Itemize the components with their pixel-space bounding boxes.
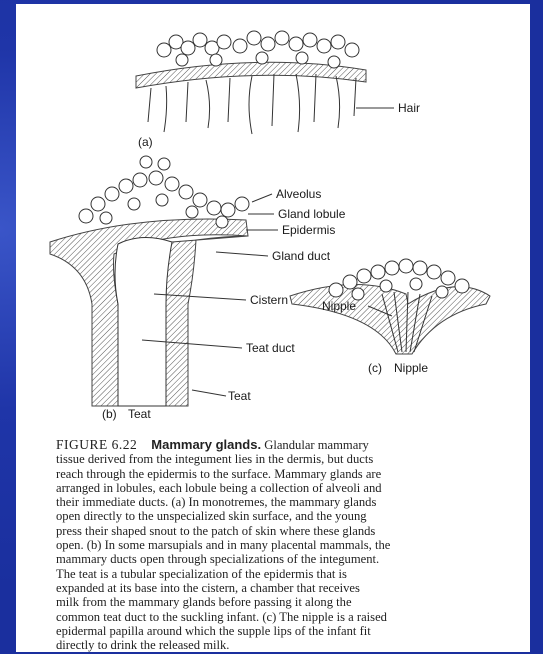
panel-b-drawing: Alveolus Gland lobule Epidermis Gland du… xyxy=(50,156,346,421)
label-teat: Teat xyxy=(228,389,251,403)
label-teat-duct: Teat duct xyxy=(246,341,295,355)
caption-line: arranged in lobules, each lobule being a… xyxy=(56,481,526,495)
label-nipple: Nipple xyxy=(322,299,356,313)
caption-line: mammary ducts open through specializatio… xyxy=(56,552,526,566)
panel-c-drawing: Nipple (c) Nipple xyxy=(290,259,490,375)
figure-caption: FIGURE 6.22 Mammary glands. Glandular mam… xyxy=(56,438,526,652)
caption-line: milk from the mammary glands before pass… xyxy=(56,595,526,609)
panel-b-tag-name: Teat xyxy=(128,407,151,421)
caption-line: press their shaped snout to the patch of… xyxy=(56,524,526,538)
label-gland-duct: Gland duct xyxy=(272,249,331,263)
mammary-glands-figure: Hair (a) Alveolus Gland lob xyxy=(16,4,530,434)
panel-c-tag: (c) xyxy=(368,361,382,375)
label-cistern: Cistern xyxy=(250,293,288,307)
label-alveolus: Alveolus xyxy=(276,187,321,201)
caption-line-0: FIGURE 6.22 Mammary glands. Glandular mam… xyxy=(56,438,526,452)
label-epidermis: Epidermis xyxy=(282,223,335,237)
caption-line: tissue derived from the integument lies … xyxy=(56,452,526,466)
figure-title: Mammary glands. xyxy=(151,437,261,452)
caption-line: open directly to the unspecialized skin … xyxy=(56,509,526,523)
panel-c-tag-name: Nipple xyxy=(394,361,428,375)
caption-line: The teat is a tubular specialization of … xyxy=(56,567,526,581)
textbook-page: Hair (a) Alveolus Gland lob xyxy=(16,4,530,654)
label-gland-lobule: Gland lobule xyxy=(278,207,346,221)
caption-line: common teat duct to the suckling infant.… xyxy=(56,610,526,624)
caption-line: open. (b) In some marsupials and in many… xyxy=(56,538,526,552)
caption-line: directly to drink the released milk. xyxy=(56,638,526,652)
caption-line: Glandular mammary xyxy=(264,438,369,452)
caption-line: epidermal papilla around which the suppl… xyxy=(56,624,526,638)
caption-line: reach through the epidermis to the surfa… xyxy=(56,467,526,481)
panel-a-tag: (a) xyxy=(138,135,153,149)
label-hair: Hair xyxy=(398,101,420,115)
panel-b-tag: (b) xyxy=(102,407,117,421)
figure-number: FIGURE 6.22 xyxy=(56,437,137,452)
caption-line: expanded at its base into the cistern, a… xyxy=(56,581,526,595)
caption-line: their immediate ducts. (a) In monotremes… xyxy=(56,495,526,509)
panel-a-drawing: Hair (a) xyxy=(136,31,420,149)
